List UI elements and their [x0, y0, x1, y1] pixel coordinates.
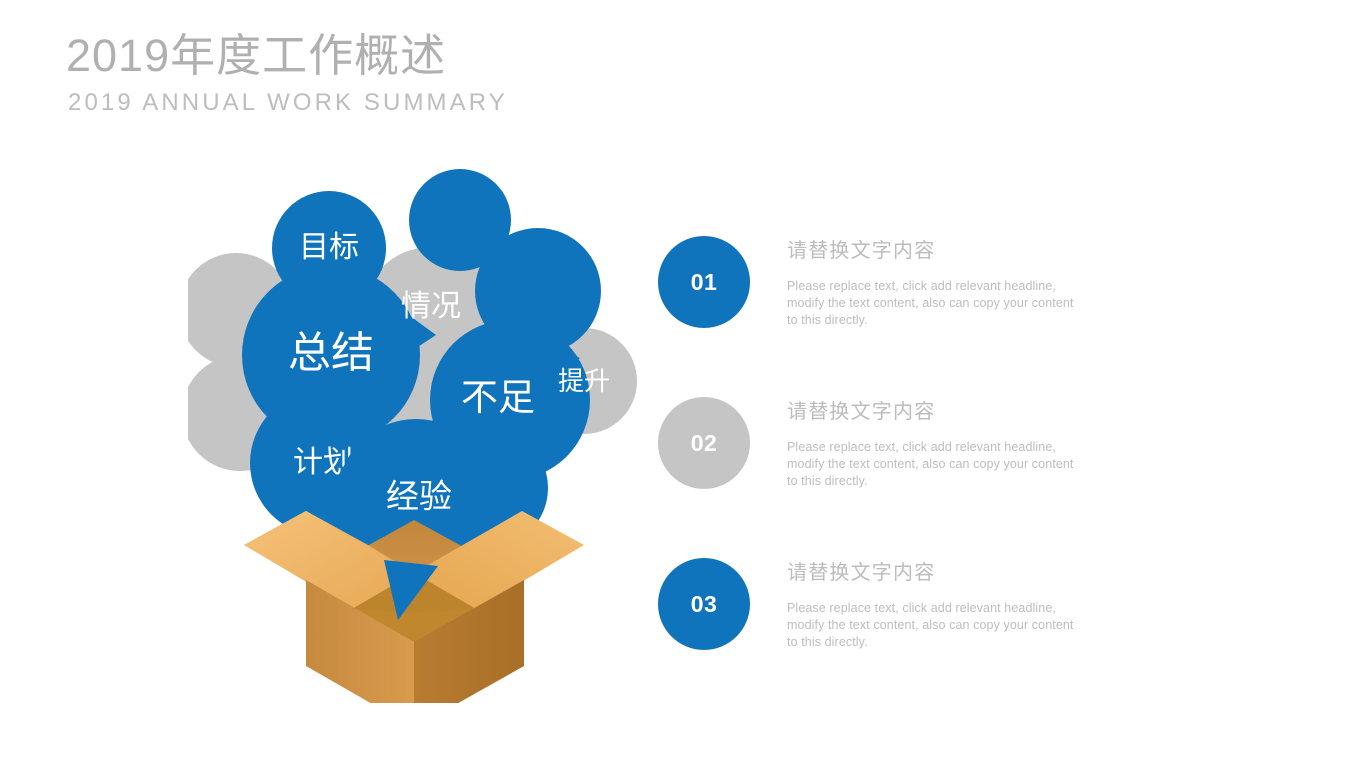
- list-item[interactable]: 02 请替换文字内容 Please replace text, click ad…: [658, 397, 1298, 558]
- list-item-text-block: 请替换文字内容 Please replace text, click add r…: [787, 560, 1087, 651]
- list-item-text-block: 请替换文字内容 Please replace text, click add r…: [787, 399, 1087, 490]
- summary-list: 01 请替换文字内容 Please replace text, click ad…: [658, 236, 1298, 719]
- list-item-text-block: 请替换文字内容 Please replace text, click add r…: [787, 238, 1087, 329]
- list-item-number: 03: [690, 590, 718, 617]
- list-item[interactable]: 01 请替换文字内容 Please replace text, click ad…: [658, 236, 1298, 397]
- speech-bubble-illustration: 不足 目标 总结 计划 经验: [188, 168, 648, 703]
- bubble-text-summary: 总结: [288, 329, 374, 377]
- list-item-body: Please replace text, click add relevant …: [787, 601, 1074, 649]
- open-cardboard-box-icon: [244, 511, 584, 703]
- bubble-text-shortcoming: 不足: [461, 377, 535, 418]
- page-title: 2019年度工作概述: [66, 30, 447, 81]
- list-item-body: Please replace text, click add relevant …: [787, 279, 1074, 327]
- page-header: 2019年度工作概述 2019 ANNUAL WORK SUMMARY: [66, 28, 508, 118]
- bubble-text-goal: 目标: [299, 231, 359, 264]
- bubble-text-experience: 经验: [386, 478, 452, 515]
- list-item-number: 01: [690, 268, 718, 295]
- list-item-title: 请替换文字内容: [787, 240, 936, 262]
- list-item-title: 请替换文字内容: [787, 562, 936, 584]
- bubble-text-situation: 情况: [401, 290, 461, 323]
- list-item-body: Please replace text, click add relevant …: [787, 440, 1074, 488]
- list-item-number-badge[interactable]: 03: [658, 558, 750, 650]
- bubble-blue-summary: 总结: [242, 266, 436, 444]
- list-item-title: 请替换文字内容: [787, 401, 936, 423]
- list-item-number-badge[interactable]: 01: [658, 236, 750, 328]
- page-subtitle: 2019 ANNUAL WORK SUMMARY: [68, 89, 508, 116]
- list-item[interactable]: 03 请替换文字内容 Please replace text, click ad…: [658, 558, 1298, 719]
- list-item-number-badge[interactable]: 02: [658, 397, 750, 489]
- list-item-number: 02: [690, 429, 718, 456]
- bubble-blue-top-plain: [409, 169, 511, 271]
- bubble-text-improve: 提升: [558, 366, 610, 396]
- bubble-tail-experience: [384, 560, 438, 620]
